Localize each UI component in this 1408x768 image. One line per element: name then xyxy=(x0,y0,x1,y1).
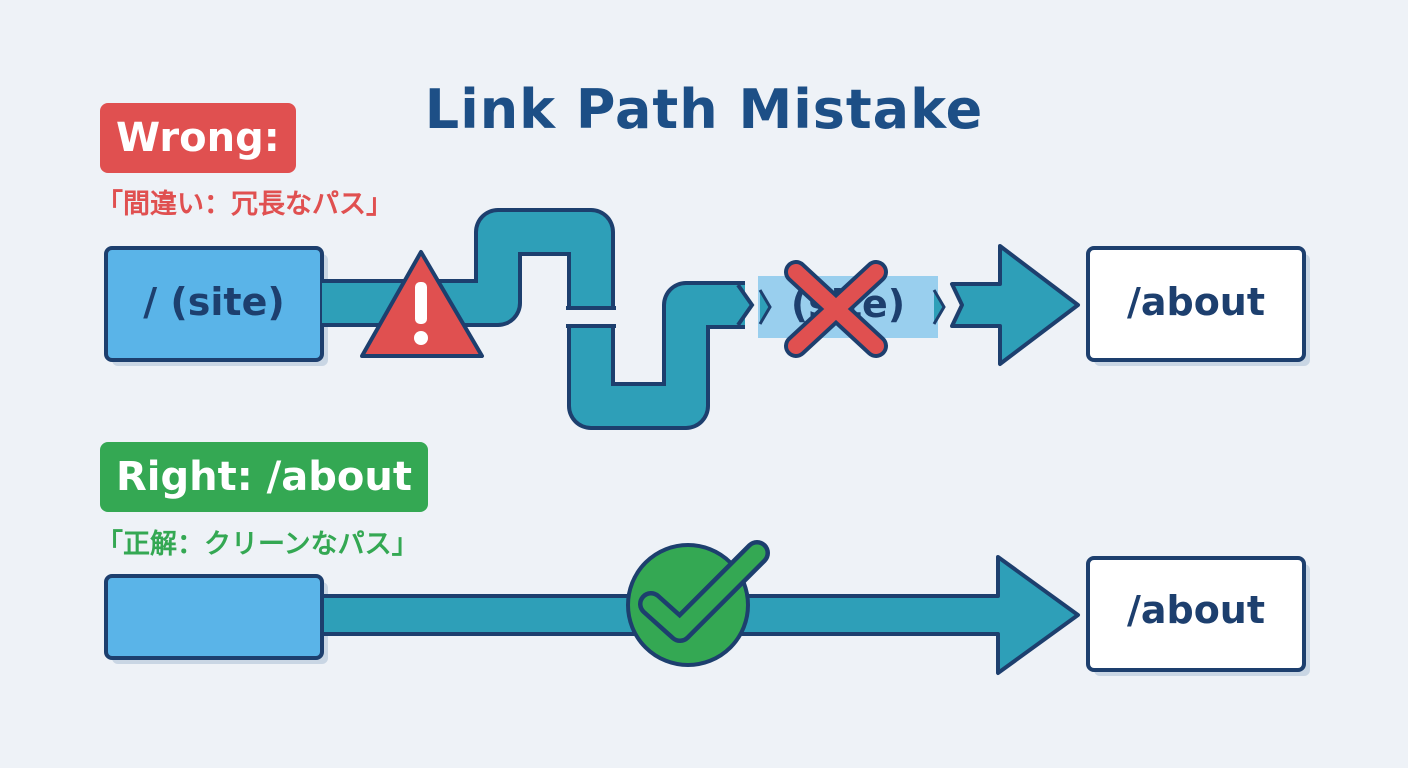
right-target-label: /about xyxy=(1126,588,1266,632)
wrong-badge: Wrong: xyxy=(100,103,296,173)
wrong-arrow xyxy=(950,244,1080,366)
warning-triangle-icon xyxy=(360,250,484,358)
ghost-site-label: (site) xyxy=(790,282,906,326)
wrong-source-label: / (site) xyxy=(143,280,285,324)
right-badge: Right: /about xyxy=(100,442,428,512)
diagram-title: Link Path Mistake xyxy=(424,78,984,141)
wrong-winding-path xyxy=(322,208,755,430)
right-source-node xyxy=(104,574,328,664)
wrong-subtitle: 「間違い：冗長なパス」 xyxy=(96,189,393,220)
wrong-target-node xyxy=(1086,246,1310,366)
right-subtitle: 「正解：クリーンなパス」 xyxy=(96,529,419,560)
green-check-icon xyxy=(626,540,770,667)
wrong-target-label: /about xyxy=(1126,280,1266,324)
right-target-node xyxy=(1086,556,1310,676)
wrong-source-node xyxy=(104,246,328,366)
